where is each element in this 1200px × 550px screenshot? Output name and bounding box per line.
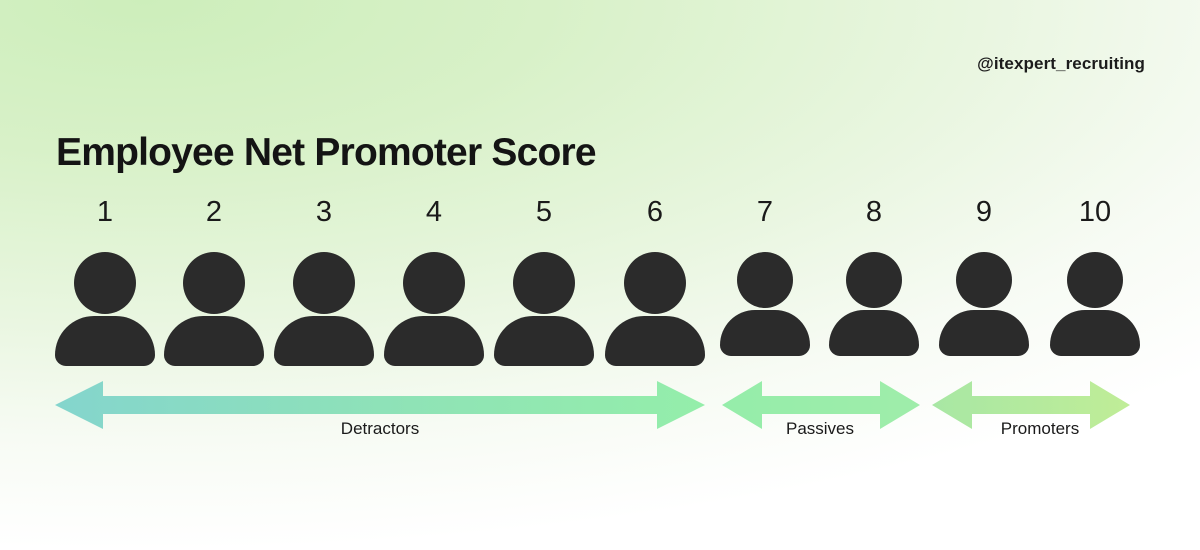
scale-number: 2 bbox=[205, 196, 223, 228]
person-head bbox=[183, 252, 245, 314]
person-head bbox=[624, 252, 686, 314]
person-body bbox=[494, 316, 594, 366]
scale-point-4[interactable]: 4 bbox=[384, 198, 484, 366]
person-body bbox=[384, 316, 484, 366]
person-body bbox=[274, 316, 374, 366]
person-icon bbox=[494, 252, 594, 366]
scale-point-6[interactable]: 6 bbox=[605, 198, 705, 366]
arrow-promoters bbox=[932, 381, 1130, 429]
enps-scale: 1 2 3 4 5 6 7 8 9 10 bbox=[50, 198, 1150, 383]
person-icon bbox=[939, 252, 1029, 356]
scale-number: 8 bbox=[865, 196, 883, 228]
scale-number: 9 bbox=[975, 196, 993, 228]
segment-arrows bbox=[0, 376, 1200, 436]
person-body bbox=[829, 310, 919, 356]
segment-label-promoters: Promoters bbox=[1000, 419, 1080, 438]
account-handle: @itexpert_recruiting bbox=[977, 54, 1145, 73]
person-body bbox=[1050, 310, 1140, 356]
person-icon bbox=[164, 252, 264, 366]
scale-point-5[interactable]: 5 bbox=[494, 198, 594, 366]
scale-point-8[interactable]: 8 bbox=[829, 198, 919, 356]
person-icon bbox=[605, 252, 705, 366]
person-body bbox=[720, 310, 810, 356]
person-head bbox=[74, 252, 136, 314]
person-icon bbox=[274, 252, 374, 366]
scale-number: 5 bbox=[535, 196, 553, 228]
segment-label-passives: Passives bbox=[785, 419, 855, 438]
person-head bbox=[293, 252, 355, 314]
person-head bbox=[1067, 252, 1123, 308]
scale-point-10[interactable]: 10 bbox=[1050, 198, 1140, 356]
person-head bbox=[513, 252, 575, 314]
scale-number: 7 bbox=[756, 196, 774, 228]
person-head bbox=[846, 252, 902, 308]
arrow-passives bbox=[722, 381, 920, 429]
person-head bbox=[956, 252, 1012, 308]
arrow-detractors bbox=[55, 381, 705, 429]
person-icon bbox=[829, 252, 919, 356]
page-title: Employee Net Promoter Score bbox=[56, 131, 597, 174]
scale-point-1[interactable]: 1 bbox=[55, 198, 155, 366]
scale-number: 4 bbox=[425, 196, 443, 228]
scale-number: 10 bbox=[1078, 196, 1112, 228]
scale-point-9[interactable]: 9 bbox=[939, 198, 1029, 356]
person-icon bbox=[1050, 252, 1140, 356]
scale-point-2[interactable]: 2 bbox=[164, 198, 264, 366]
person-head bbox=[737, 252, 793, 308]
segment-label-detractors: Detractors bbox=[340, 419, 420, 438]
scale-number: 3 bbox=[315, 196, 333, 228]
scale-point-3[interactable]: 3 bbox=[274, 198, 374, 366]
scale-point-7[interactable]: 7 bbox=[720, 198, 810, 356]
person-body bbox=[164, 316, 264, 366]
person-icon bbox=[55, 252, 155, 366]
scale-number: 6 bbox=[646, 196, 664, 228]
person-body bbox=[939, 310, 1029, 356]
scale-number: 1 bbox=[96, 196, 114, 228]
person-body bbox=[55, 316, 155, 366]
person-icon bbox=[720, 252, 810, 356]
person-head bbox=[403, 252, 465, 314]
person-body bbox=[605, 316, 705, 366]
person-icon bbox=[384, 252, 484, 366]
